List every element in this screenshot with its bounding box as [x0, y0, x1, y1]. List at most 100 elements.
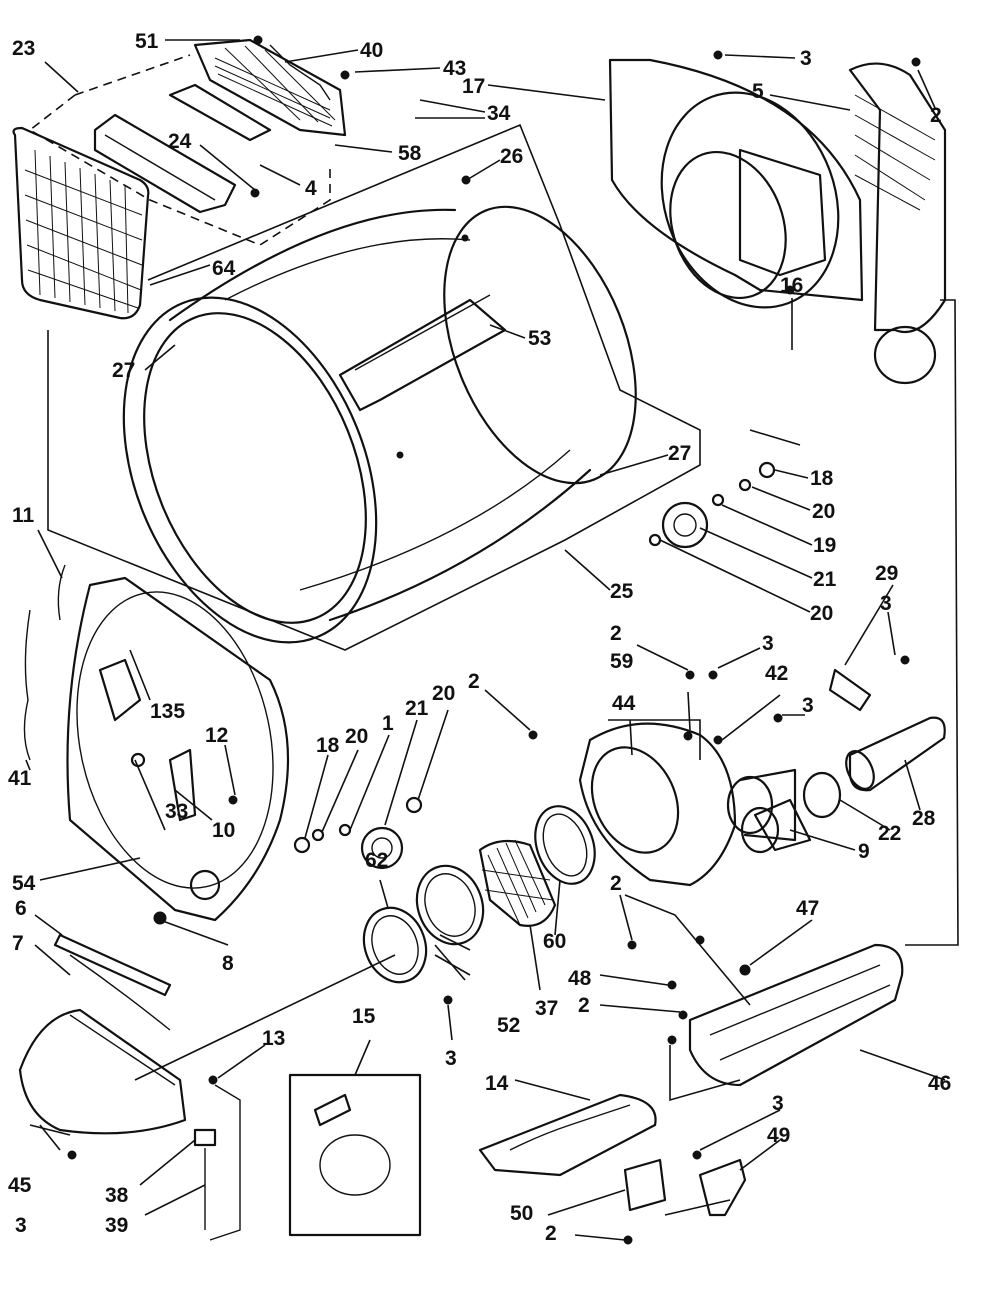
label-28: 28	[912, 807, 936, 830]
label-15: 15	[352, 1005, 376, 1028]
roller-assembly-front	[293, 796, 423, 870]
exhaust-duct	[740, 716, 946, 854]
label-45: 45	[8, 1174, 32, 1197]
label-24: 24	[168, 130, 192, 153]
blower-housing	[578, 722, 797, 887]
leader-lines	[25, 39, 946, 1241]
label-3-f: 3	[772, 1092, 784, 1115]
label-3-b: 3	[880, 592, 892, 615]
heater-assembly	[688, 943, 904, 1087]
drum	[122, 205, 637, 644]
label-5: 5	[752, 80, 764, 103]
label-51: 51	[135, 30, 159, 53]
label-46: 46	[928, 1072, 951, 1095]
label-18-b: 18	[316, 734, 340, 757]
label-44: 44	[612, 692, 636, 715]
seal-60	[534, 805, 596, 885]
label-20-b: 20	[810, 602, 833, 625]
label-20-d: 20	[345, 725, 368, 748]
plate-50	[623, 1158, 667, 1212]
label-53: 53	[528, 327, 551, 350]
label-49: 49	[767, 1124, 790, 1147]
wire-13	[209, 1084, 241, 1241]
label-52: 52	[497, 1014, 520, 1037]
label-12: 12	[205, 724, 228, 747]
label-20-c: 20	[432, 682, 455, 705]
label-2-e: 2	[578, 994, 590, 1017]
label-26: 26	[500, 145, 523, 168]
label-2-d: 2	[610, 872, 622, 895]
bracket-49	[698, 1158, 747, 1217]
front-bulkhead	[66, 576, 290, 922]
roller-assembly-rear	[648, 461, 776, 549]
label-14: 14	[485, 1072, 509, 1095]
label-23: 23	[12, 37, 35, 60]
label-64: 64	[212, 257, 236, 280]
label-3-top: 3	[800, 47, 812, 70]
label-43: 43	[443, 57, 466, 80]
label-2-f: 2	[545, 1222, 557, 1245]
label-25: 25	[610, 580, 634, 603]
label-42: 42	[765, 662, 788, 685]
label-13: 13	[262, 1027, 285, 1050]
label-54: 54	[12, 872, 36, 895]
seal-52	[415, 864, 485, 946]
switch-38	[193, 1128, 217, 1147]
label-3-e: 3	[445, 1047, 457, 1070]
kit-15-box	[288, 1073, 422, 1237]
rear-bulkhead	[608, 58, 864, 309]
label-3-d: 3	[802, 694, 814, 717]
label-9: 9	[858, 840, 870, 863]
label-6: 6	[15, 897, 27, 920]
label-21-top: 21	[813, 568, 837, 591]
label-29: 29	[875, 562, 898, 585]
label-3-c: 3	[762, 632, 774, 655]
label-135: 135	[150, 700, 185, 723]
label-22: 22	[878, 822, 901, 845]
label-27-right: 27	[668, 442, 691, 465]
label-2-top: 2	[930, 104, 942, 127]
label-58: 58	[398, 142, 422, 165]
label-40: 40	[360, 39, 383, 62]
label-2-c: 2	[610, 622, 622, 645]
label-11: 11	[12, 504, 35, 527]
label-37: 37	[535, 997, 558, 1020]
label-47: 47	[796, 897, 819, 920]
label-3-g: 3	[15, 1214, 27, 1237]
screws	[67, 35, 921, 1245]
drum-assembly-outline	[47, 123, 701, 651]
label-10: 10	[212, 819, 235, 842]
toe-panel	[18, 933, 187, 1135]
label-48: 48	[568, 967, 592, 990]
callout-labels: 23 51 40 43 17 34 24 4 58 26 3 5 2 64 27…	[8, 30, 951, 1245]
lint-screen	[12, 126, 150, 320]
wire-41	[23, 609, 31, 761]
label-20-a: 20	[812, 500, 835, 523]
label-62: 62	[365, 849, 388, 872]
part-29	[828, 668, 872, 712]
lint-screen-housing-group	[28, 38, 347, 246]
label-21-b: 21	[405, 697, 429, 720]
wire-11	[57, 564, 66, 621]
blower-wheel	[478, 839, 557, 927]
label-8: 8	[222, 952, 234, 975]
label-7: 7	[12, 932, 24, 955]
label-16: 16	[780, 274, 803, 297]
label-33: 33	[165, 800, 188, 823]
label-17: 17	[462, 75, 485, 98]
label-1: 1	[382, 712, 394, 735]
seal-62	[362, 906, 428, 984]
label-39: 39	[105, 1214, 128, 1237]
label-19: 19	[813, 534, 836, 557]
exhaust-cover	[848, 62, 947, 385]
label-34: 34	[487, 102, 511, 125]
label-2-b: 2	[468, 670, 480, 693]
label-60: 60	[543, 930, 566, 953]
label-4: 4	[305, 177, 317, 200]
heating-element	[478, 1093, 657, 1177]
label-59: 59	[610, 650, 633, 673]
label-18-top: 18	[810, 467, 834, 490]
label-27-left: 27	[112, 359, 135, 382]
label-41: 41	[8, 767, 32, 790]
